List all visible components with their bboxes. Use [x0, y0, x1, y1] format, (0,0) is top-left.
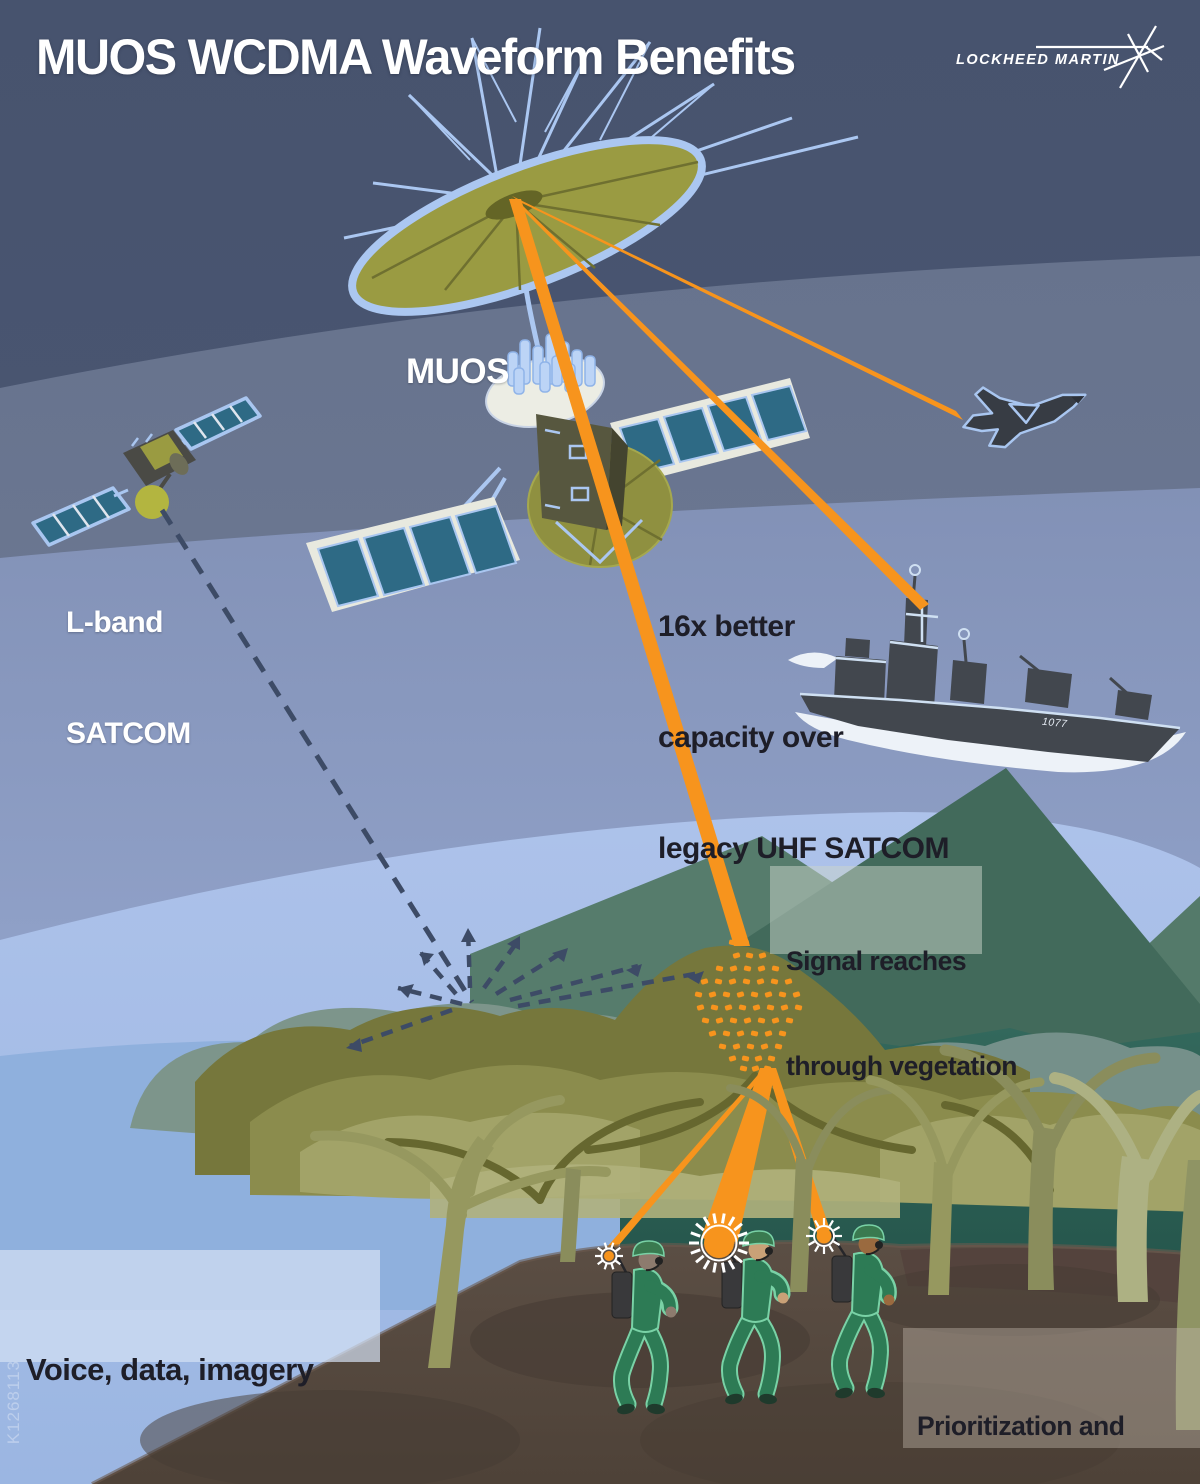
- soldier-middle: [719, 1230, 791, 1405]
- signal-starbursts: [595, 1213, 842, 1273]
- ship-hull-number: 1077: [1041, 715, 1068, 731]
- label-prioritization: Prioritization and localized beam power …: [917, 1411, 1125, 1441]
- downlink-beams: [509, 196, 963, 946]
- beam-to-vegetation: [509, 199, 750, 946]
- navy-ship-illustration: [788, 564, 1186, 773]
- label-muos: MUOS: [406, 352, 510, 391]
- signal-bounce-arrowheads: [346, 928, 704, 1052]
- label-mobile-users: Voice, data, imagery and video to mobile…: [26, 1352, 396, 1484]
- beam-to-jet: [512, 196, 963, 420]
- soldier-right: [828, 1224, 897, 1399]
- mobile-users-callout-box: [0, 1250, 380, 1362]
- watermark-id: K1268113: [4, 1360, 23, 1445]
- lband-satellite-illustration: [31, 396, 262, 547]
- beam-to-ship: [511, 198, 929, 610]
- vegetation-callout-box: [770, 866, 982, 954]
- beam-soldier-left: [607, 1068, 769, 1252]
- fighter-jet-illustration: [962, 386, 1087, 449]
- prioritization-callout-box: [903, 1328, 1200, 1448]
- beam-soldier-middle: [701, 1068, 776, 1245]
- signal-through-canopy-dots: [694, 939, 803, 1072]
- foreground-trees: [310, 1044, 1200, 1430]
- label-lband-satcom: L-band SATCOM: [66, 606, 191, 750]
- label-capacity: 16x better capacity over legacy UHF SATC…: [658, 610, 950, 865]
- label-vegetation: Signal reaches through vegetation: [786, 946, 1017, 1081]
- soldiers-illustration: [610, 1224, 897, 1415]
- muos-satellite-illustration: [306, 213, 810, 612]
- lockheed-martin-star-icon: [1036, 25, 1165, 89]
- lockheed-martin-logo: LOCKHEED MARTIN: [956, 52, 1121, 68]
- page-title: MUOS WCDMA Waveform Benefits: [36, 29, 796, 85]
- lband-signal-dashed-line: [159, 508, 475, 1004]
